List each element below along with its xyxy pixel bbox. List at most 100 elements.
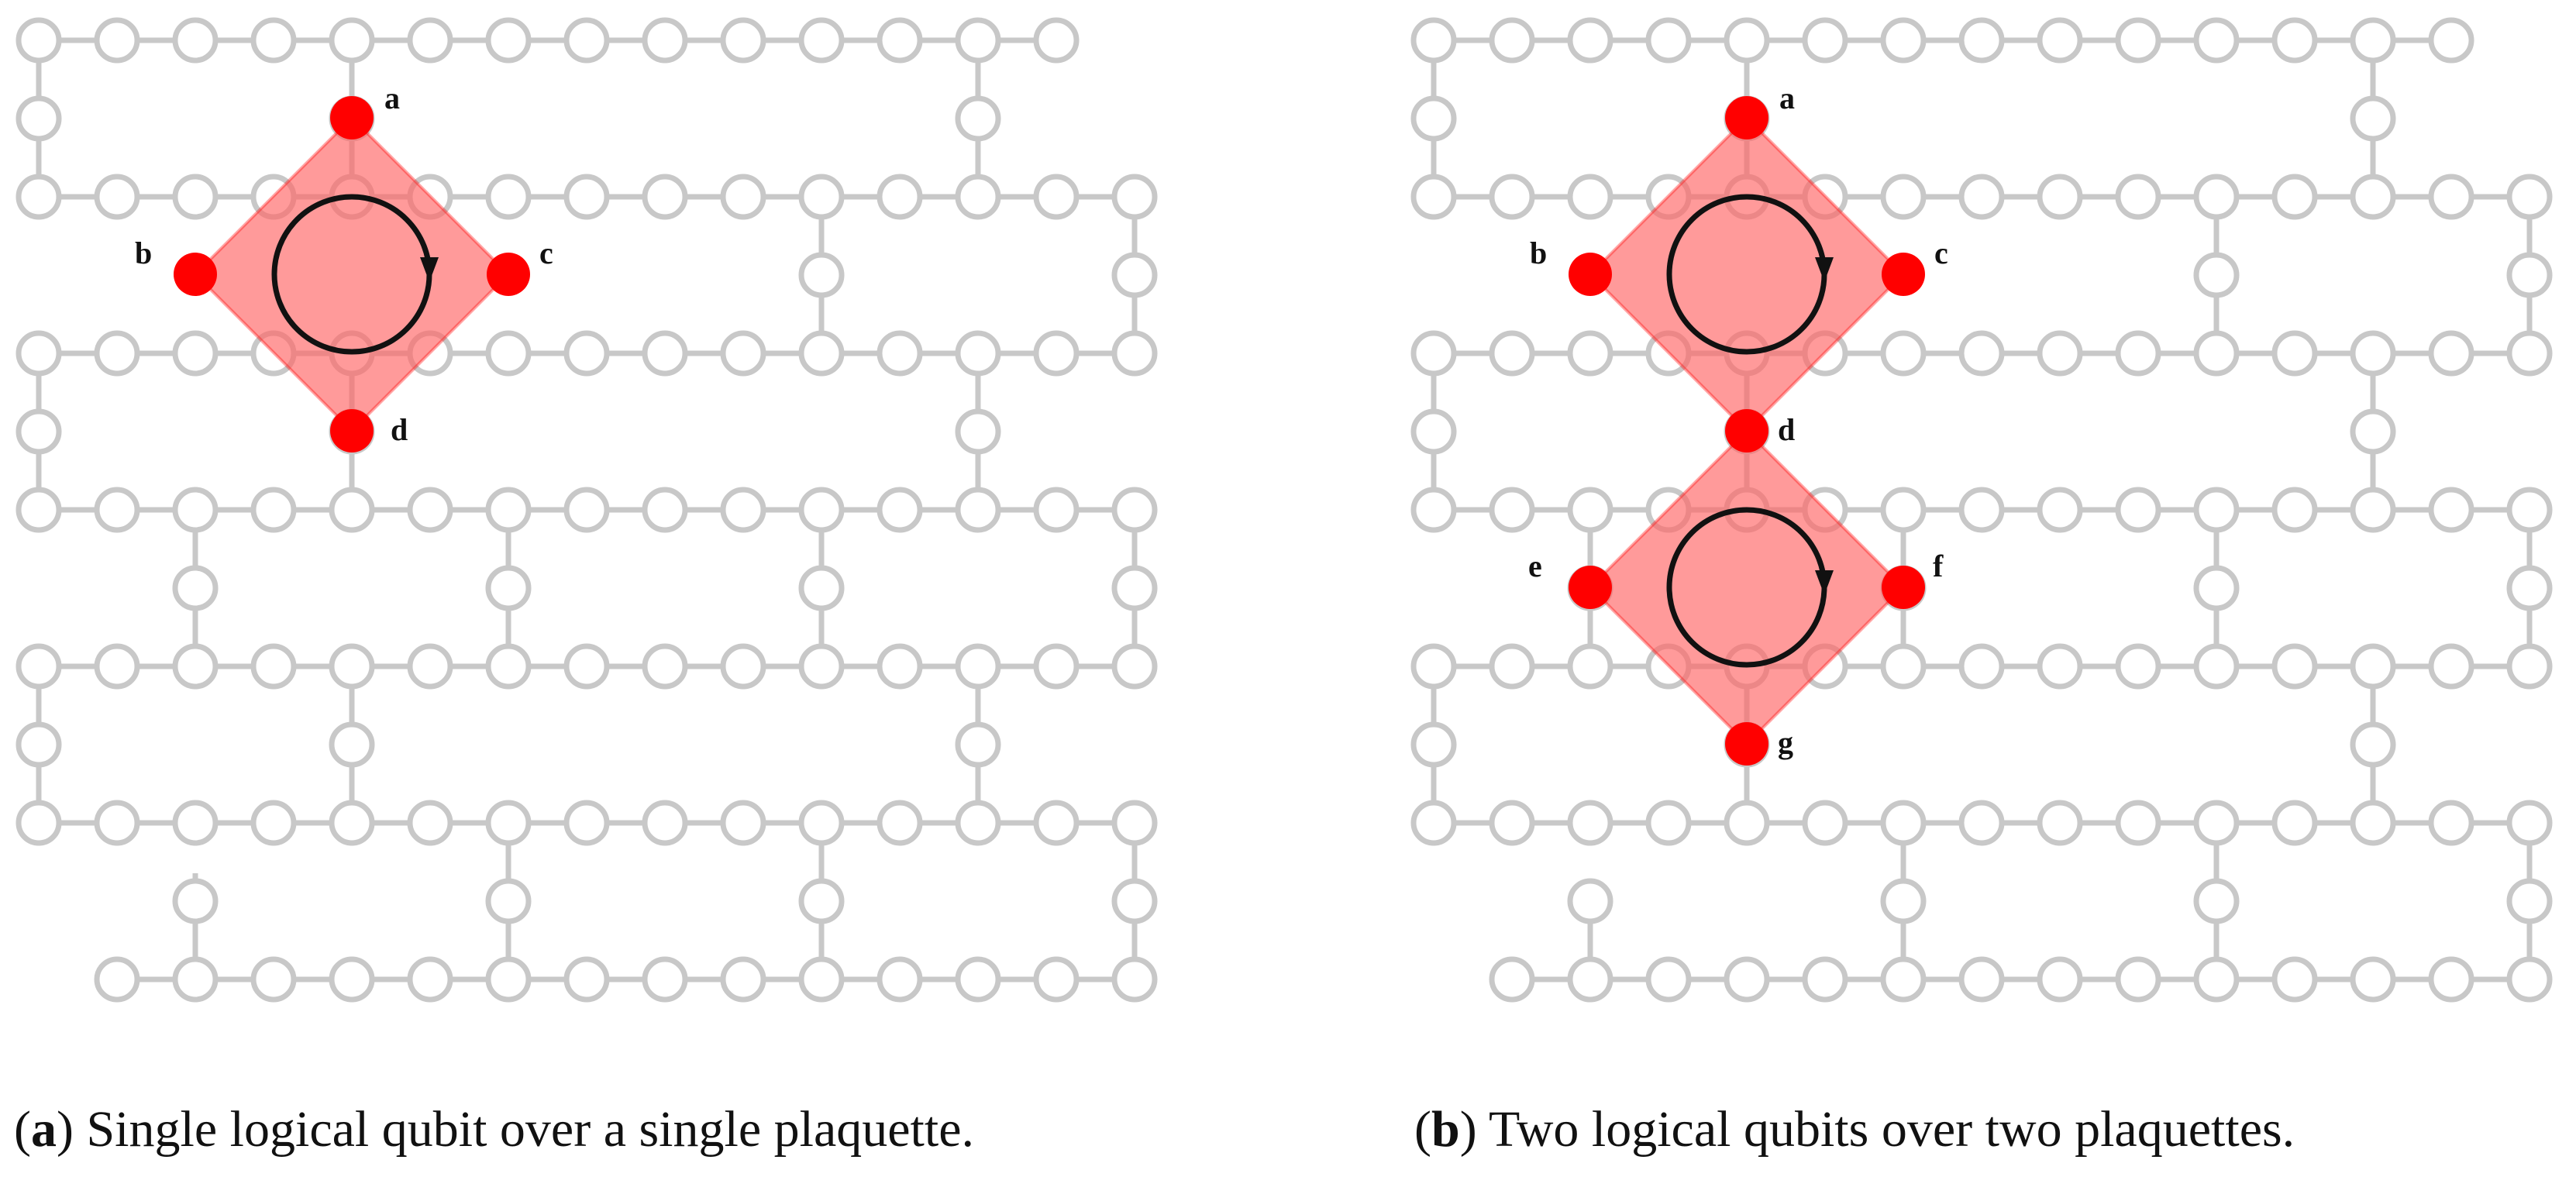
qubit-node [1958,487,2005,533]
qubit-node [1880,17,1927,64]
qubit-node [2506,174,2553,220]
qubit-node [2271,17,2318,64]
qubit-node [1645,17,1692,64]
qubit-node [642,487,688,533]
qubit-node [1880,487,1927,533]
qubit-node [15,800,62,846]
qubit-node [563,643,610,690]
qubit-node [2271,174,2318,220]
vertex-a-label: a [384,81,400,115]
qubit-node [2428,956,2474,1003]
qubit-node [2506,252,2553,298]
qubit-node [250,800,297,846]
qubit-node [720,800,766,846]
qubit-node [1033,174,1080,220]
qubit-node [2506,800,2553,846]
qubit-node [1567,878,1613,924]
qubit-node [15,95,62,142]
qubit-node [2428,643,2474,690]
vertex-c-dot [487,253,530,296]
qubit-node [250,487,297,533]
qubit-node [1724,17,1770,64]
qubit-node [720,956,766,1003]
qubit-node [407,17,453,64]
qubit-node [2193,565,2240,611]
qubit-node [720,174,766,220]
qubit-node [798,800,845,846]
qubit-node [2193,800,2240,846]
qubit-node [955,643,1001,690]
qubit-node [2428,17,2474,64]
qubit-node [2350,174,2396,220]
qubit-node [1645,800,1692,846]
qubit-node [955,487,1001,533]
qubit-node [1958,17,2005,64]
plaquette-diamond [1589,116,1905,432]
qubit-node [2350,721,2396,768]
plaquette-1 [194,116,510,432]
qubit-node [2350,17,2396,64]
qubit-node [1958,330,2005,377]
qubit-node [798,252,845,298]
qubit-node [250,17,297,64]
qubit-node [2350,643,2396,690]
qubit-node [1567,800,1613,846]
qubit-node [94,956,140,1003]
qubit-node [172,174,219,220]
lattice-qubits [15,17,1158,1003]
vertex-c-label: c [1934,236,1948,270]
plaquette-2 [1589,429,1905,745]
loop-arrowhead-icon [420,257,439,282]
qubit-node [798,956,845,1003]
qubit-node [642,643,688,690]
qubit-node [485,956,532,1003]
vertex-b-label: b [1530,236,1547,270]
qubit-node [798,565,845,611]
qubit-node [172,17,219,64]
qubit-node [2350,330,2396,377]
qubit-node [1033,17,1080,64]
qubit-node [876,330,923,377]
qubit-node [1724,956,1770,1003]
qubit-node [563,487,610,533]
qubit-node [2350,408,2396,455]
qubit-node [2271,956,2318,1003]
qubit-node [329,17,375,64]
qubit-node [2037,330,2083,377]
qubit-node [2271,800,2318,846]
qubit-node [407,643,453,690]
qubit-node [2506,878,2553,924]
qubit-node [563,174,610,220]
qubit-node [329,487,375,533]
qubit-node [720,17,766,64]
qubit-node [798,174,845,220]
qubit-node [2115,800,2161,846]
caption-a-tag: a [30,1101,57,1158]
qubit-node [642,17,688,64]
qubit-node [2037,174,2083,220]
qubit-node [1111,565,1158,611]
caption-a-text: Single logical qubit over a single plaqu… [86,1101,975,1158]
qubit-node [955,330,1001,377]
qubit-node [642,800,688,846]
qubit-node [2506,643,2553,690]
vertex-g-dot [1725,722,1768,766]
qubit-node [720,487,766,533]
qubit-node [250,643,297,690]
qubit-node [2193,956,2240,1003]
qubit-node [15,17,62,64]
qubit-node [329,800,375,846]
vertex-a-dot [330,96,374,139]
qubit-node [1410,487,1457,533]
qubit-node [329,643,375,690]
qubit-node [563,800,610,846]
qubit-node [2271,330,2318,377]
qubit-node [1724,800,1770,846]
qubit-node [2350,800,2396,846]
plaquette-1 [1589,116,1905,432]
qubit-node [2428,487,2474,533]
qubit-node [876,487,923,533]
vertex-c-label: c [539,236,553,270]
